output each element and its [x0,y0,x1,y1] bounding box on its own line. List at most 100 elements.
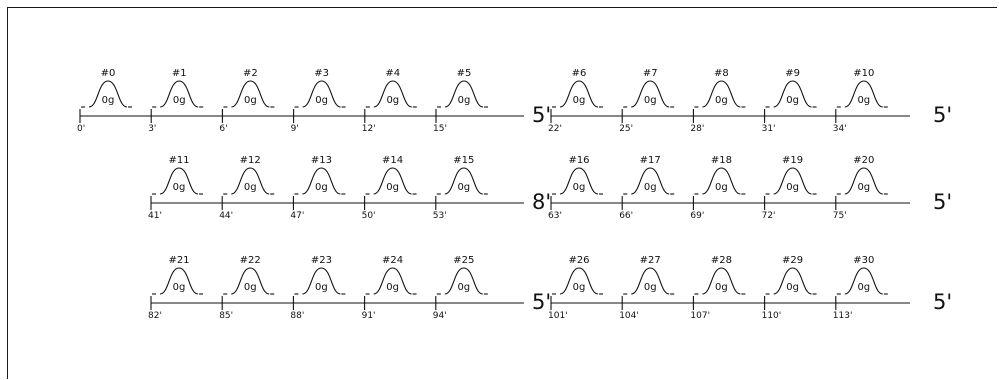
unit-profile [373,267,412,295]
unit-profile [88,80,128,108]
unit-profile [702,167,741,195]
unit-number-label: #19 [782,155,803,166]
unit-profile [231,80,270,108]
row-0: 0'3'6'9'12'15'#00g#10g#20g#30g#40g#50g22… [77,68,952,134]
position-label: 50' [362,211,376,221]
unit-number-label: #20 [853,155,874,166]
unit-number-label: #22 [240,255,261,266]
unit-profile [773,80,812,108]
gap-distance-label: 5' [532,290,551,314]
unit-number-label: #28 [711,255,732,266]
position-label: 34' [833,124,847,134]
position-label: 82' [148,311,162,321]
unit-profile [373,80,412,108]
unit-number-label: #3 [314,68,329,79]
unit-number-label: #7 [643,68,658,79]
unit-number-label: #27 [640,255,661,266]
position-label: 72' [762,211,776,221]
unit-weight-label: 0g [386,95,399,106]
position-label: 31' [762,124,776,134]
unit-weight-label: 0g [386,282,399,293]
unit-weight-label: 0g [573,182,586,193]
unit-weight-label: 0g [786,182,799,193]
position-label: 88' [290,311,304,321]
unit-number-label: #25 [453,255,474,266]
gap-distance-label: 5' [933,290,952,314]
unit-profile [302,167,341,195]
position-label: 63' [548,211,562,221]
position-label: 25' [619,124,633,134]
unit-weight-label: 0g [458,95,471,106]
position-label: 6' [219,124,227,134]
position-label: 9' [291,124,299,134]
unit-group: 0'3'6'9'12'15'#00g#10g#20g#30g#40g#50g [77,68,524,134]
unit-number-label: #13 [311,155,332,166]
unit-weight-label: 0g [644,182,657,193]
unit-weight-label: 0g [244,282,257,293]
unit-number-label: #24 [382,255,403,266]
unit-number-label: #5 [457,68,472,79]
unit-weight-label: 0g [173,282,186,293]
unit-weight-label: 0g [102,95,115,106]
row-1: 41'44'47'50'53'#110g#120g#130g#140g#150g… [148,155,952,221]
position-label: 75' [833,211,847,221]
unit-weight-label: 0g [715,282,728,293]
unit-profile [302,267,341,295]
unit-number-label: #11 [168,155,189,166]
position-label: 0' [77,124,85,134]
gap-distance-label: 5' [532,103,551,127]
position-label: 15' [433,124,447,134]
unit-weight-label: 0g [715,95,728,106]
unit-weight-label: 0g [173,182,186,193]
unit-profile [444,267,483,295]
position-label: 85' [219,311,233,321]
gap-distance-label: 5' [933,103,952,127]
unit-number-label: #1 [172,68,187,79]
unit-number-label: #18 [711,155,732,166]
position-label: 12' [362,124,376,134]
unit-number-label: #14 [382,155,403,166]
unit-profile [559,80,599,108]
diagram-frame [7,7,997,379]
position-label: 41' [148,211,162,221]
row-2: 82'85'88'91'94'#210g#220g#230g#240g#250g… [148,255,952,321]
unit-weight-label: 0g [715,182,728,193]
unit-profile [444,80,484,108]
unit-number-label: #23 [311,255,332,266]
unit-number-label: #9 [785,68,800,79]
unit-weight-label: 0g [457,282,470,293]
unit-profile [631,167,670,195]
gap-distance-label: 5' [933,190,952,214]
unit-profile [844,267,883,295]
position-label: 28' [690,124,704,134]
unit-number-label: #15 [453,155,474,166]
position-label: 22' [548,124,562,134]
unit-weight-label: 0g [244,182,257,193]
unit-weight-label: 0g [315,182,328,193]
position-label: 94' [433,311,447,321]
gap-distance-label: 8' [532,190,551,214]
unit-number-label: #16 [568,155,589,166]
unit-weight-label: 0g [315,282,328,293]
unit-weight-label: 0g [786,95,799,106]
unit-number-label: #6 [572,68,587,79]
unit-profile [559,267,599,295]
unit-profile [844,80,883,108]
unit-number-label: #8 [714,68,729,79]
unit-profile [231,167,270,195]
unit-weight-label: 0g [857,95,870,106]
unit-weight-label: 0g [573,95,586,106]
unit-weight-label: 0g [173,95,186,106]
unit-weight-label: 0g [573,282,586,293]
unit-weight-label: 0g [315,95,328,106]
position-label: 101' [548,311,568,321]
unit-number-label: #30 [853,255,874,266]
unit-group: 101'104'107'110'113'#260g#270g#280g#290g… [548,255,910,321]
position-label: 3' [148,124,156,134]
unit-weight-label: 0g [786,282,799,293]
unit-weight-label: 0g [386,182,399,193]
